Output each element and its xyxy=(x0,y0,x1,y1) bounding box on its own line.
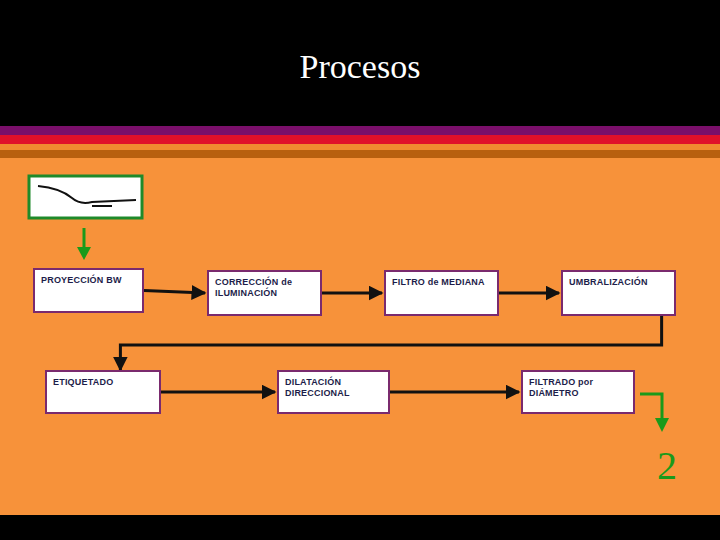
slide-title: Procesos xyxy=(0,48,720,86)
stripe xyxy=(0,126,720,135)
process-box: PROYECCIÓN BW xyxy=(33,268,144,313)
box-text: ETIQUETADO xyxy=(53,377,153,388)
process-box: ETIQUETADO xyxy=(45,370,161,414)
process-box: DILATACIÓN DIRECCIONAL xyxy=(277,370,390,414)
stripe xyxy=(0,150,720,158)
page-number: 2 xyxy=(657,446,677,486)
box-text: CORRECCIÓN de ILUMINACIÓN xyxy=(215,277,314,299)
flow-arrow xyxy=(161,391,275,394)
green-arrow xyxy=(83,228,86,250)
footer-band xyxy=(0,515,720,540)
box-text: FILTRADO por DIÁMETRO xyxy=(529,377,627,399)
process-box: FILTRO de MEDIANA xyxy=(384,270,499,316)
profile-curve xyxy=(38,186,136,203)
profile-image xyxy=(29,176,142,218)
profile-curve xyxy=(92,205,112,207)
green-arrowhead xyxy=(77,247,91,260)
box-text: PROYECCIÓN BW xyxy=(41,275,136,286)
flow-arrow xyxy=(499,292,559,295)
box-text: DILATACIÓN DIRECCIONAL xyxy=(285,377,382,399)
process-box: UMBRALIZACIÓN xyxy=(561,270,676,316)
green-arrowhead xyxy=(655,418,669,432)
box-text: FILTRO de MEDIANA xyxy=(392,277,491,288)
flow-arrow xyxy=(144,291,205,294)
flow-arrow xyxy=(120,316,661,370)
content-area xyxy=(0,158,720,515)
header-band xyxy=(0,0,720,126)
process-box: FILTRADO por DIÁMETRO xyxy=(521,370,635,414)
box-text: UMBRALIZACIÓN xyxy=(569,277,668,288)
green-arrow xyxy=(640,394,662,420)
stripe xyxy=(0,144,720,150)
flow-arrow xyxy=(322,292,382,295)
stripe xyxy=(0,135,720,144)
flow-arrow xyxy=(390,391,519,394)
process-box: CORRECCIÓN de ILUMINACIÓN xyxy=(207,270,322,316)
